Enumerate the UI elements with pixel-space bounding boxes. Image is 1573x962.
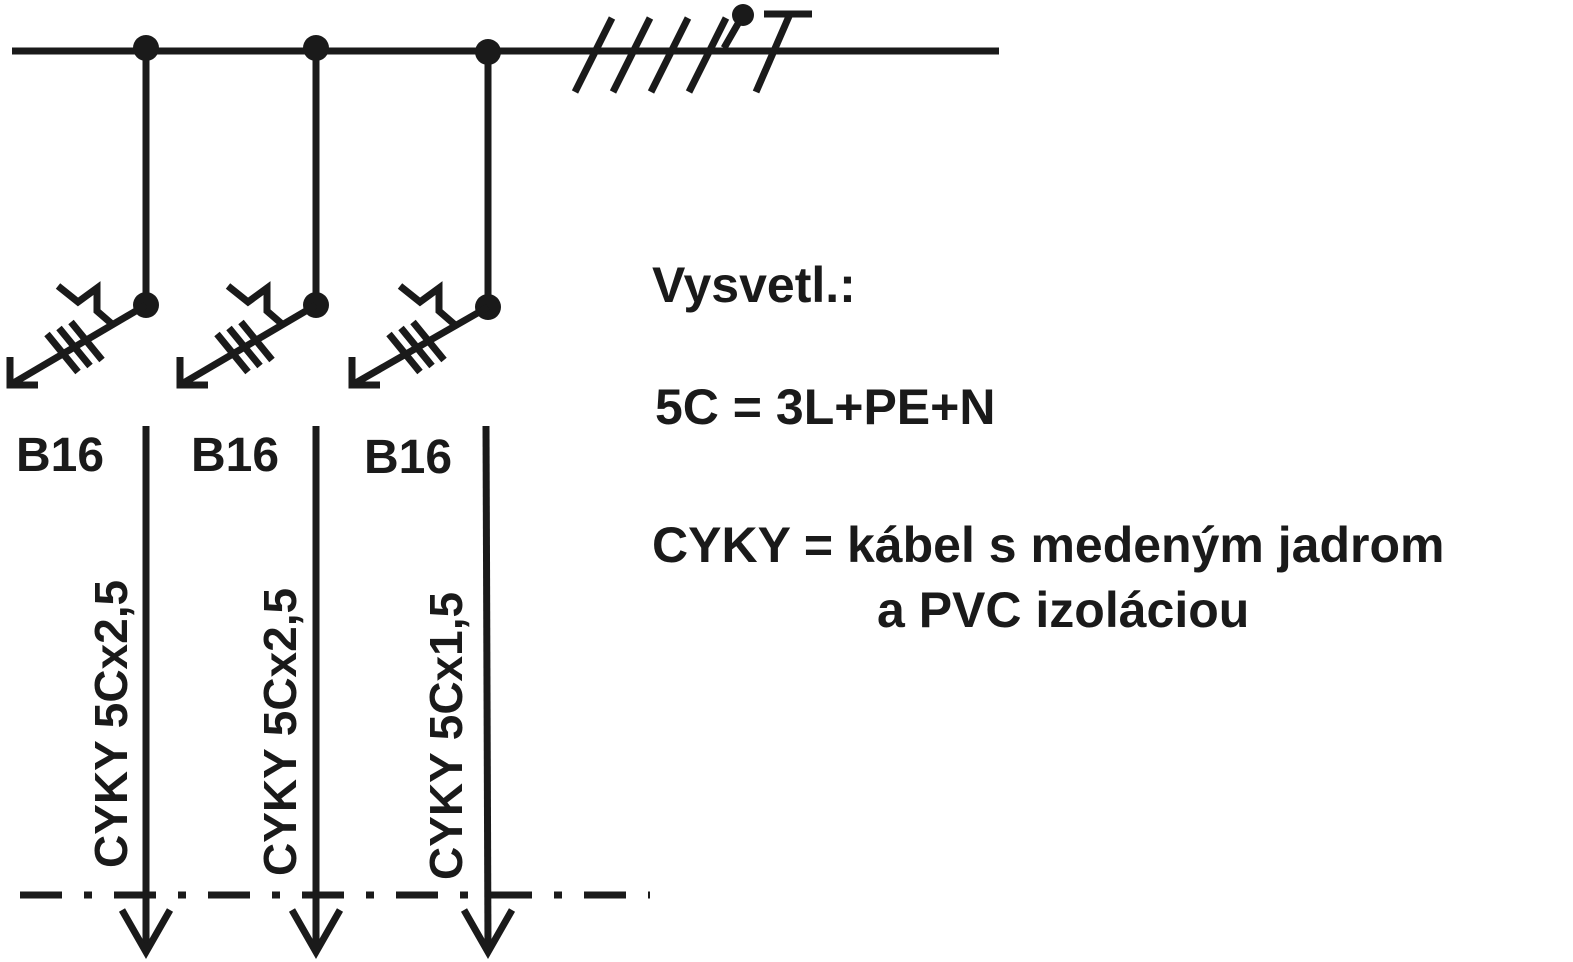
cable-arrow-shaft — [482, 425, 492, 951]
breaker-pole-tick — [386, 331, 423, 375]
busbar-pe-dot — [732, 4, 754, 26]
breaker-arrow-head — [176, 357, 208, 389]
feeder-2 — [176, 35, 344, 960]
breaker-arrow-head — [348, 357, 380, 389]
breaker-arrow-head — [6, 357, 38, 389]
breaker-blade — [8, 301, 148, 389]
feeder-1 — [6, 35, 174, 960]
busbar-conductor-tick — [685, 16, 730, 94]
busbar-conductor-tick — [647, 16, 692, 94]
breaker-label-2: B16 — [191, 429, 279, 482]
breaker-pole-tick — [68, 319, 105, 363]
breaker-symbol — [6, 281, 148, 389]
busbar — [12, 4, 999, 94]
legend-title: Vysvetl.: — [652, 257, 856, 313]
cable-arrow-head — [460, 908, 516, 960]
breaker-thermal-trip — [397, 281, 457, 327]
legend-line-5c: 5C = 3L+PE+N — [655, 379, 995, 435]
breaker-label-1: B16 — [16, 429, 104, 482]
legend-line-cyky-cont: a PVC izoláciou — [877, 582, 1249, 638]
breaker-thermal-trip — [225, 281, 285, 327]
busbar-conductor-tick — [571, 16, 616, 94]
breaker-symbol — [348, 281, 490, 389]
breaker-pole-tick — [410, 319, 447, 363]
cable-label-1: CYKY 5Cx2,5 — [85, 580, 137, 868]
cable-arrow-head — [118, 908, 174, 960]
feeder-3 — [348, 39, 516, 960]
legend-line-cyky: CYKY = kábel s medeným jadrom — [652, 517, 1444, 573]
breaker-pole-tick — [56, 325, 93, 369]
busbar-conductor-tick — [609, 16, 654, 94]
breaker-thermal-trip — [55, 281, 115, 327]
breaker-label-3: B16 — [364, 431, 452, 484]
busbar-conductor-tick — [752, 12, 794, 94]
cable-label-2: CYKY 5Cx2,5 — [254, 588, 306, 876]
breaker-symbol — [176, 281, 318, 389]
breaker-pole-tick — [226, 325, 263, 369]
breaker-pole-tick — [44, 331, 81, 375]
cable-arrow-head — [288, 908, 344, 960]
legend: Vysvetl.: 5C = 3L+PE+N CYKY = kábel s me… — [652, 257, 1444, 638]
breaker-pole-tick — [238, 319, 275, 363]
cable-label-3: CYKY 5Cx1,5 — [420, 592, 472, 880]
breaker-pole-tick — [398, 325, 435, 369]
breaker-blade — [178, 301, 318, 389]
breaker-pole-tick — [214, 331, 251, 375]
